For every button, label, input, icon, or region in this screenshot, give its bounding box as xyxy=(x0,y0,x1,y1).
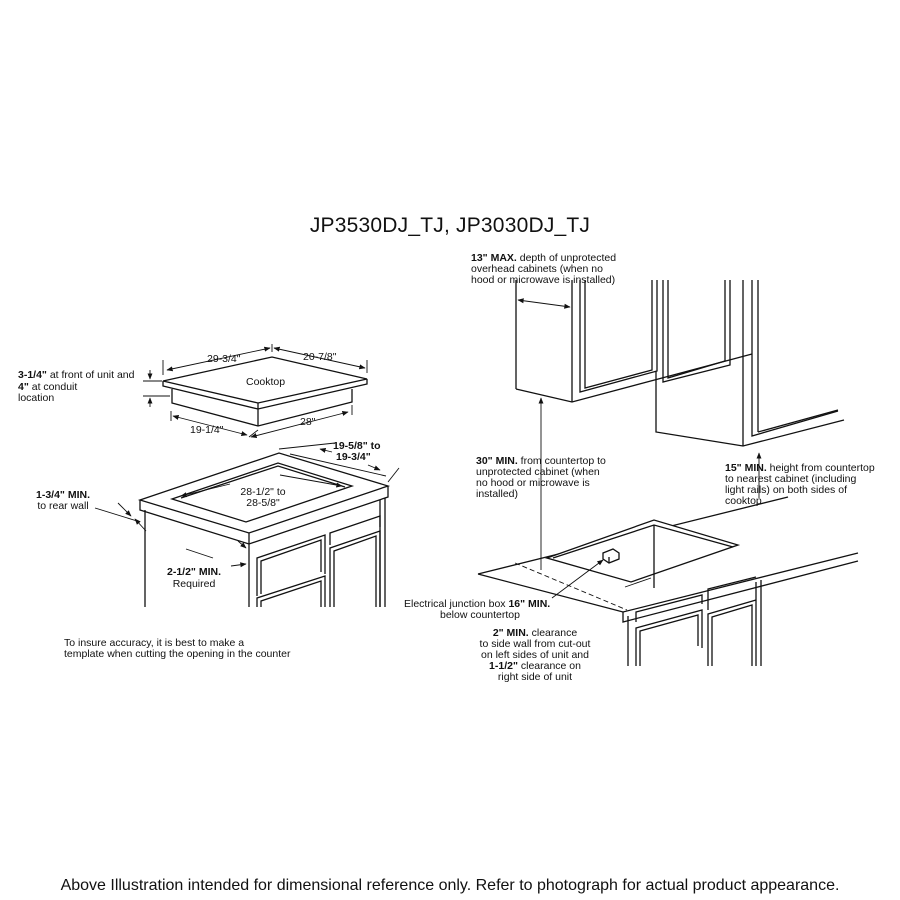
min30-note: 30" MIN. from countertop to xyxy=(476,455,606,467)
dim-width: 29-3/4" xyxy=(207,353,241,365)
right-dimensions xyxy=(515,298,762,610)
rear-wall-min: 1-3/4" MIN. xyxy=(36,489,90,501)
min30-note-2: unprotected cabinet (when xyxy=(476,466,600,478)
countertop-left xyxy=(140,453,388,607)
min30-note-3: no hood or microwave is xyxy=(476,477,590,489)
page-title: JP3530DJ_TJ, JP3030DJ_TJ xyxy=(309,214,591,237)
rear-wall-text: to rear wall xyxy=(37,500,89,512)
label-cooktop: Cooktop xyxy=(246,376,286,388)
dim-height: 3-1/4" at front of unit and xyxy=(18,369,135,381)
max-depth-note: 13" MAX. depth of unprotected xyxy=(471,252,617,264)
cutout-depth-2: 19-3/4" xyxy=(336,451,371,463)
side-clearance-note-3: on left sides of unit and xyxy=(481,649,589,661)
front-min: 2-1/2" MIN. xyxy=(167,566,221,578)
junction-note-2: below countertop xyxy=(440,609,520,621)
min15-note-2: to nearest cabinet (including xyxy=(725,473,857,485)
junction-note: Electrical junction box 16" MIN. xyxy=(404,598,551,610)
min15-note: 15" MIN. height from countertop xyxy=(725,462,875,474)
min15-note-3: light rails) on both sides of xyxy=(725,484,847,496)
cooktop-drawing xyxy=(163,357,367,426)
side-clearance-note-4: 1-1/2" clearance on xyxy=(489,660,581,672)
side-clearance-note-5: right side of unit xyxy=(497,671,573,683)
cutout-width-2: 28-5/8" xyxy=(246,497,280,509)
cooktop-dimensions xyxy=(143,344,367,439)
upper-cabinets xyxy=(516,280,844,446)
countertop-dimensions xyxy=(95,443,399,568)
dim-conduit: 4" at conduit xyxy=(18,381,78,393)
max-depth-note-3: hood or microwave is installed) xyxy=(471,274,616,286)
side-clearance-note: 2" MIN. clearance xyxy=(492,627,578,639)
min15-note-4: cooktop xyxy=(725,495,762,507)
footer-disclaimer: Above Illustration intended for dimensio… xyxy=(60,877,840,894)
cutout-width: 28-1/2" to xyxy=(240,486,286,498)
dim-conduit-location: location xyxy=(18,392,55,404)
accuracy-note: To insure accuracy, it is best to make a xyxy=(64,637,245,649)
accuracy-note-2: template when cutting the opening in the… xyxy=(64,648,291,660)
dim-depth: 20-7/8" xyxy=(303,351,337,363)
cutout-depth: 19-5/8" to xyxy=(333,440,381,452)
min30-note-4: installed) xyxy=(476,488,519,500)
side-clearance-note-2: to side wall from cut-out xyxy=(479,638,591,650)
max-depth-note-2: overhead cabinets (when no xyxy=(471,263,603,275)
dim-base-depth: 19-1/4" xyxy=(190,424,224,436)
front-min-text: Required xyxy=(172,578,216,590)
dim-base-width: 28" xyxy=(300,416,316,428)
